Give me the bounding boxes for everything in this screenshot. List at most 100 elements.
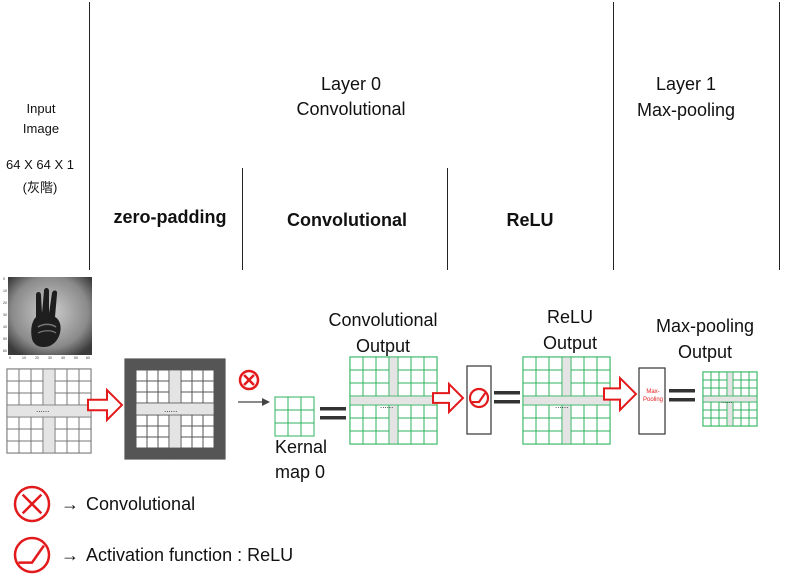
input-grid-cell	[30, 368, 44, 382]
input-grid-cell	[6, 416, 20, 430]
relu-output-grid-cell	[535, 382, 550, 397]
padded-grid-cell	[213, 414, 226, 427]
svg-text:20: 20	[3, 301, 7, 305]
svg-text:20: 20	[35, 356, 39, 359]
padded-grid-ellipsis: ......	[164, 405, 178, 414]
relu-output-grid-cell	[522, 404, 537, 419]
relu-output-grid-cell	[583, 356, 598, 371]
kernel-grid-cell	[287, 396, 302, 411]
input-grid-cell	[6, 368, 20, 382]
conv-output-grid-cell	[397, 356, 412, 371]
svg-text:10: 10	[22, 356, 26, 359]
maxpool-output-grid-cell	[702, 371, 712, 381]
conv-output-title-2: Output	[355, 336, 411, 356]
maxpool-output-title-2: Output	[677, 342, 733, 362]
layer0-subtitle: Convolutional	[296, 99, 406, 119]
conv-output-grid-cell	[397, 417, 412, 432]
maxpool-output-grid-cell	[710, 379, 720, 389]
padded-grid-cell	[213, 447, 226, 460]
svg-text:40: 40	[3, 325, 7, 329]
input-grid-cell	[54, 416, 68, 430]
kernel-grid-cell	[274, 409, 289, 424]
relu-output-grid-cell	[548, 356, 563, 371]
conv-output-grid-cell	[375, 356, 390, 371]
padded-grid-cell	[146, 369, 159, 382]
maxpool-output-title-1: Max-pooling	[655, 316, 755, 336]
padded-grid-pad-top	[168, 358, 182, 371]
relu-output-grid-cell	[548, 382, 563, 397]
conv-output-ellipsis: ......	[380, 401, 394, 410]
relu-output-grid-cell	[522, 382, 537, 397]
padded-grid-cell	[135, 414, 148, 427]
input-image-mode: (灰階)	[22, 180, 58, 195]
conv-output-grid-cell	[423, 369, 438, 384]
input-grid-cell	[30, 440, 44, 454]
kernel-grid-cell	[300, 409, 315, 424]
svg-text:0: 0	[3, 277, 5, 281]
maxpool-output-grid-cell	[710, 417, 720, 427]
relu-operator-icon	[468, 387, 490, 409]
relu-output-title-2: Output	[542, 333, 598, 353]
conv-output-grid-cell	[423, 404, 438, 419]
kernel-label-line2: map 0	[275, 462, 326, 482]
svg-text:30: 30	[3, 313, 7, 317]
conv-output-grid-cell	[349, 382, 364, 397]
arrow-relu-to-maxpool	[603, 375, 638, 413]
conv-output-grid-cell	[362, 382, 377, 397]
padded-grid-cell	[124, 447, 137, 460]
conv-output-grid-cell	[397, 382, 412, 397]
stage-convolutional: Convolutional	[287, 210, 407, 230]
maxpool-output-grid-cell	[740, 371, 750, 381]
conv-output-grid-cell	[410, 404, 425, 419]
padded-grid-cell	[124, 358, 137, 371]
conv-output-grid-cell	[349, 356, 364, 371]
relu-operator-icon-curve	[471, 392, 487, 404]
input-grid-cell	[78, 380, 92, 394]
padded-grid-cell	[191, 358, 204, 371]
stage-relu: ReLU	[506, 210, 554, 230]
maxpool-output-grid-band-h	[702, 395, 758, 403]
padded-grid-cell	[135, 447, 148, 460]
conv-output-grid-cell	[423, 417, 438, 432]
kernel-grid-cell	[274, 422, 289, 437]
input-grid-cell	[18, 368, 32, 382]
input-grid-cell	[6, 428, 20, 442]
input-grid-cell	[78, 368, 92, 382]
padded-grid-cell	[124, 391, 137, 404]
conv-output-grid-cell	[362, 430, 377, 445]
padded-grid-cell	[180, 447, 193, 460]
maxpool-output-grid-cell	[718, 409, 728, 419]
input-grid-cell	[30, 428, 44, 442]
legend-relu-icon-curve	[18, 544, 45, 564]
maxpool-output-grid-cell	[748, 401, 758, 411]
padded-grid-cell	[191, 414, 204, 427]
padded-grid-cell	[213, 425, 226, 438]
padded-grid-cell	[191, 425, 204, 438]
relu-output-grid-cell	[596, 417, 611, 432]
padded-grid-cell	[180, 436, 193, 449]
conv-output-grid-cell	[375, 417, 390, 432]
relu-output-grid-cell	[570, 382, 585, 397]
divider-conv-relu	[447, 168, 448, 270]
padded-grid-pad-bottom	[168, 447, 182, 460]
padded-grid-cell	[202, 436, 215, 449]
equals-maxpool-bottom	[669, 398, 695, 402]
input-grid-cell	[66, 380, 80, 394]
maxpool-box-label-2: Pooling	[642, 397, 663, 403]
padded-grid-cell	[180, 369, 193, 382]
relu-output-grid-cell	[535, 430, 550, 445]
padded-grid-cell	[202, 447, 215, 460]
relu-output-grid-cell	[583, 430, 598, 445]
maxpool-output-grid-cell	[710, 371, 720, 381]
relu-output-grid-cell	[570, 356, 585, 371]
maxpool-output-grid-cell	[748, 409, 758, 419]
padded-grid-cell	[213, 358, 226, 371]
input-grid-cell	[66, 440, 80, 454]
input-grid-cell	[18, 428, 32, 442]
relu-output-grid-cell	[548, 430, 563, 445]
input-grid-cell	[54, 440, 68, 454]
conv-output-grid-cell	[375, 382, 390, 397]
padded-grid-cell	[180, 425, 193, 438]
